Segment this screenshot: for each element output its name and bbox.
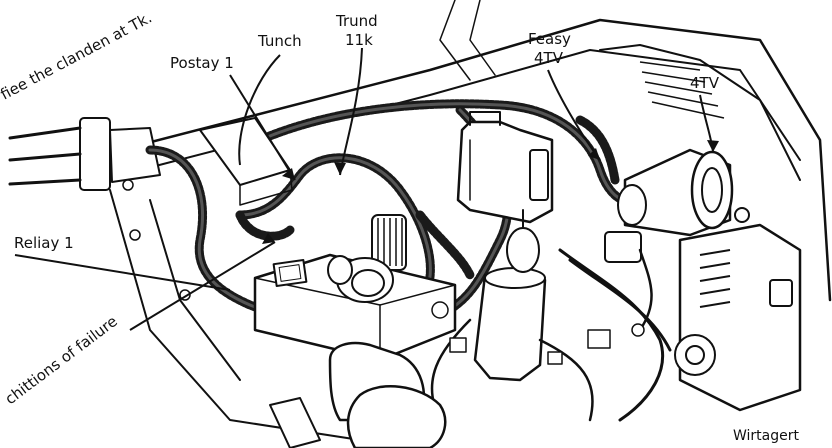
fluid-reservoir — [456, 111, 554, 224]
leader-lines — [14, 47, 719, 331]
left-plug-connector — [8, 117, 161, 191]
feasy-label-line1: Feasy — [528, 30, 571, 48]
trund-label-line1: Trund — [335, 12, 378, 30]
postay-label: Postay 1 — [170, 54, 234, 72]
relay-leader — [14, 254, 231, 291]
failure-leader — [129, 241, 276, 331]
finned-sensor — [327, 214, 407, 303]
top-diagonal-label: fiee the clanden at Tk. — [0, 8, 155, 103]
relay-box — [253, 253, 457, 362]
postay-leader — [229, 74, 296, 181]
trund-arrowhead — [334, 162, 346, 175]
bottom-diagonal-label: chittions of failure — [2, 312, 121, 408]
feasy-label-line2: 4TV — [534, 49, 564, 67]
tunch-leader — [238, 54, 281, 166]
failure-arrowhead — [262, 233, 275, 244]
fuel-filter-canister — [473, 209, 547, 382]
feasy-arrowhead — [588, 148, 600, 160]
misc-components — [122, 179, 645, 365]
tunch-label: Tunch — [257, 32, 302, 50]
trund-label-line2: 11k — [345, 31, 373, 49]
right-4tv-arrowhead — [707, 140, 719, 152]
lower-bracket — [269, 341, 447, 448]
fuel-pump-4tv — [604, 148, 750, 263]
postay-arrowhead — [282, 168, 295, 180]
right-4tv-label: 4TV — [690, 74, 720, 92]
alternator — [674, 223, 802, 412]
watermark-text: Wirtagert — [733, 428, 800, 444]
relay-label: Reliay 1 — [14, 234, 74, 252]
